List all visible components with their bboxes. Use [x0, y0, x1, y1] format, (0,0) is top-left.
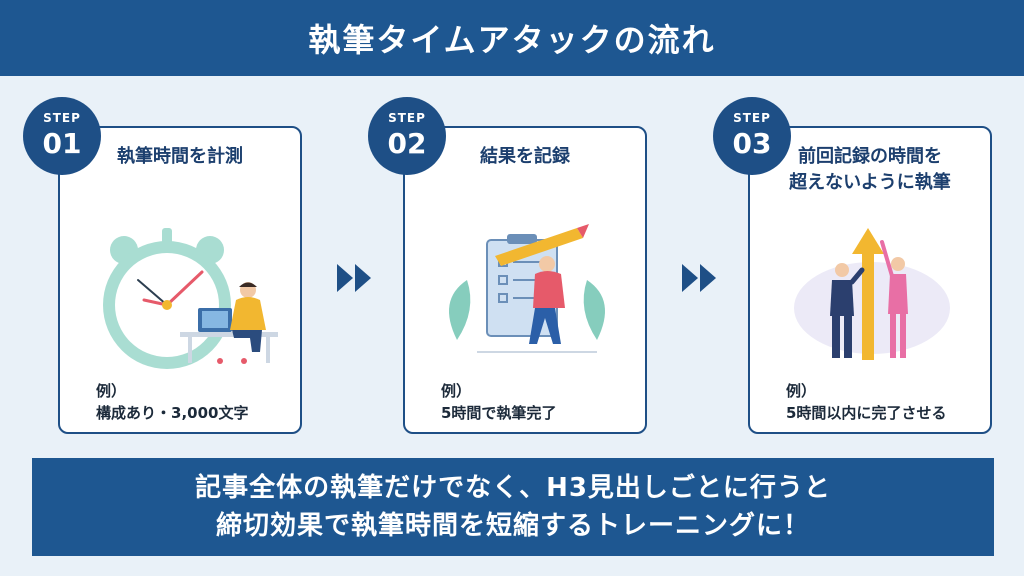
- checklist-pencil-illustration: [449, 224, 605, 353]
- summary-line-2: 締切効果で執筆時間を短縮するトレーニングに！: [215, 511, 810, 541]
- step-badge-1-number: 01: [42, 127, 82, 160]
- step-card-2: 結果を記録 例） 5時間で執筆完了: [403, 126, 647, 434]
- step-badge-2-number: 02: [387, 127, 427, 160]
- double-chevron-right-icon: [682, 264, 716, 292]
- step-3-title: 前回記録の時間を 超えないように執筆: [789, 146, 951, 193]
- step-1-example-label: 例）: [96, 382, 127, 400]
- step-badge-1: STEP 01: [23, 97, 101, 175]
- step-2-title: 結果を記録: [480, 146, 570, 167]
- step-card-1: 執筆時間を計測 例） 構成あり・3,000文字: [58, 126, 302, 434]
- step-badge-2-label: STEP: [388, 111, 426, 125]
- step-badge-3-number: 03: [732, 127, 772, 160]
- step-1-example: 例） 構成あり・3,000文字: [96, 380, 248, 424]
- step-2-example-text: 5時間で執筆完了: [441, 404, 557, 422]
- step-badge-3-label: STEP: [733, 111, 771, 125]
- step-2-example: 例） 5時間で執筆完了: [441, 380, 556, 424]
- step-1-title: 執筆時間を計測: [117, 146, 243, 167]
- step-3-example-label: 例）: [786, 382, 817, 400]
- step-1-example-text: 構成あり・3,000文字: [96, 404, 249, 422]
- page-header: 執筆タイムアタックの流れ: [0, 0, 1024, 76]
- step-badge-2: STEP 02: [368, 97, 446, 175]
- double-chevron-right-icon: [337, 264, 371, 292]
- page-title: 執筆タイムアタックの流れ: [308, 21, 716, 59]
- step-2-example-label: 例）: [441, 382, 472, 400]
- step-3-example: 例） 5時間以内に完了させる: [786, 380, 946, 424]
- step-3-example-text: 5時間以内に完了させる: [786, 404, 947, 422]
- growth-arrow-illustration: [794, 228, 950, 360]
- step-badge-1-label: STEP: [43, 111, 81, 125]
- summary-line-1: 記事全体の執筆だけでなく、H3見出しごとに行うと: [195, 473, 831, 503]
- step-card-3: 前回記録の時間を 超えないように執筆 例） 5時間以内に完了させる: [748, 126, 992, 434]
- summary-banner: 記事全体の執筆だけでなく、H3見出しごとに行うと 締切効果で執筆時間を短縮するト…: [32, 458, 994, 556]
- clock-desk-illustration: [103, 228, 278, 369]
- step-badge-3: STEP 03: [713, 97, 791, 175]
